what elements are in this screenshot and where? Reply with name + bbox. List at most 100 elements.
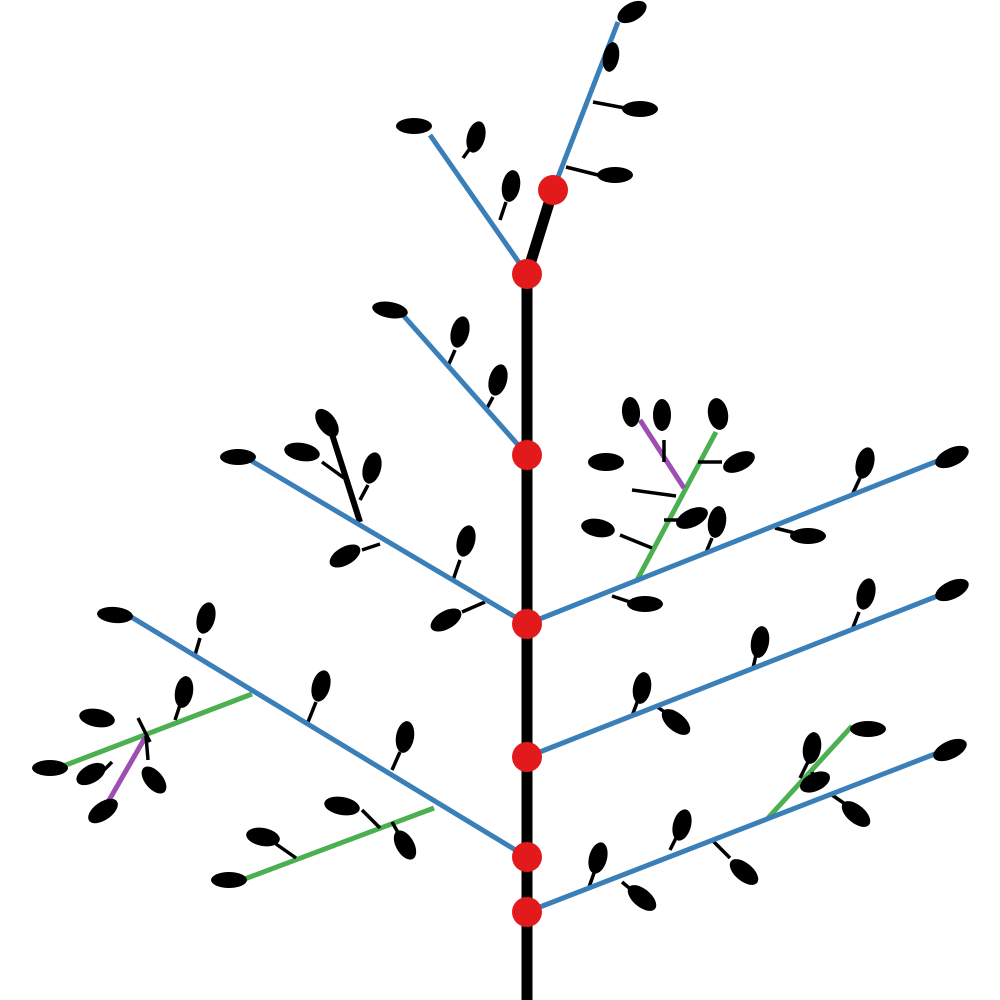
- leaf: [588, 842, 608, 874]
- leaf: [396, 118, 432, 134]
- leaf: [395, 721, 415, 753]
- leaf: [627, 596, 663, 612]
- first-order-branch: [526, 457, 941, 627]
- leaf: [850, 721, 886, 737]
- first-order-branch: [400, 312, 529, 457]
- leaf-petiole: [360, 808, 382, 830]
- leaf-petiole: [136, 717, 152, 743]
- leaf-petiole: [390, 751, 402, 771]
- leaf: [802, 732, 822, 764]
- leaf: [196, 602, 216, 634]
- leaf: [661, 709, 691, 735]
- leaf: [597, 167, 633, 183]
- leaf: [97, 606, 133, 624]
- leaf: [841, 801, 871, 827]
- leaf: [707, 506, 727, 538]
- leaf: [933, 738, 967, 762]
- leaf: [324, 796, 360, 816]
- leaf: [581, 518, 615, 538]
- leaf: [676, 507, 708, 529]
- leaf: [456, 525, 476, 557]
- leaf: [672, 809, 692, 841]
- third-order-branches: [105, 418, 687, 804]
- main-stem: [521, 188, 559, 1000]
- leaf: [329, 544, 361, 568]
- branch-node: [538, 175, 568, 205]
- leaf-petiole: [710, 838, 732, 860]
- third-order-branch: [637, 418, 687, 490]
- leaf: [372, 301, 408, 319]
- leaf-petiole: [361, 542, 381, 552]
- leaf: [627, 885, 657, 911]
- leaf: [284, 442, 320, 462]
- leaf-petiole: [274, 842, 298, 860]
- leaf: [32, 760, 68, 776]
- branch-nodes: [512, 175, 568, 927]
- branch-node: [512, 842, 542, 872]
- leaf: [211, 872, 247, 888]
- leaf: [935, 445, 969, 469]
- leaf: [588, 453, 624, 471]
- leaf-petiole: [798, 761, 810, 779]
- leaf-petiole: [451, 559, 462, 581]
- leaf: [362, 452, 382, 484]
- leaf: [174, 676, 194, 708]
- branch-node: [512, 440, 542, 470]
- leaf: [790, 528, 826, 544]
- leaf-petiole: [851, 477, 862, 494]
- leaf-petioles: [102, 60, 862, 894]
- leaf: [855, 447, 875, 479]
- leaf-petiole: [619, 533, 653, 550]
- leaf: [632, 672, 652, 704]
- leaf: [311, 670, 331, 702]
- first-order-branch: [126, 612, 529, 860]
- leaf: [935, 578, 969, 602]
- leaf-petiole: [446, 349, 457, 367]
- first-order-branch: [427, 133, 530, 276]
- second-order-branch: [766, 724, 854, 820]
- leaf: [622, 101, 658, 117]
- leaf-petiole: [611, 594, 631, 604]
- leaf: [856, 578, 876, 610]
- leaf: [800, 771, 830, 793]
- leaf: [220, 449, 256, 465]
- leaf: [501, 170, 521, 202]
- leaf: [488, 364, 508, 396]
- leaf-petiole: [774, 526, 796, 535]
- leaf: [450, 316, 470, 348]
- first-order-branch: [526, 592, 941, 760]
- second-order-branch: [633, 430, 719, 584]
- leaf-petiole: [358, 484, 370, 501]
- branch-node: [512, 897, 542, 927]
- leaf: [621, 397, 641, 427]
- leaf-petiole: [144, 735, 150, 761]
- leaf-petiole: [631, 488, 677, 498]
- second-order-branch: [57, 691, 253, 771]
- leaf-petiole: [193, 637, 202, 656]
- leaf: [88, 798, 118, 824]
- leaf: [141, 766, 167, 794]
- leaf: [723, 451, 755, 473]
- leaf-petiole: [592, 100, 626, 110]
- leaf: [76, 762, 106, 786]
- leaf: [602, 42, 620, 72]
- branch-node: [512, 742, 542, 772]
- leaf: [750, 626, 770, 658]
- leaf-petiole: [320, 460, 346, 480]
- second-order-branches: [57, 430, 854, 883]
- leaf: [393, 830, 417, 860]
- leaf: [729, 859, 759, 885]
- leaf: [315, 408, 339, 438]
- leaf: [430, 608, 462, 632]
- leaf-petiole: [173, 704, 182, 721]
- branch-node: [512, 259, 542, 289]
- leaf: [466, 121, 486, 153]
- leaf: [246, 827, 280, 847]
- first-order-branch: [526, 749, 941, 915]
- second-order-branch: [241, 805, 435, 883]
- third-order-branch: [105, 734, 149, 804]
- leaf-petiole: [327, 427, 363, 523]
- leaf-petiole: [461, 600, 486, 614]
- main-stem-line: [521, 188, 559, 1000]
- branch-node: [512, 609, 542, 639]
